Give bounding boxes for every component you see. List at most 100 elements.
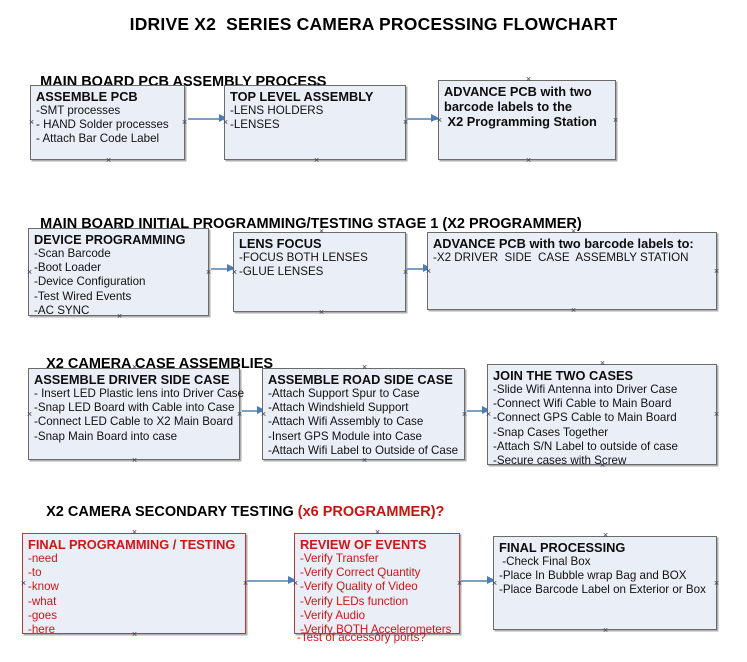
node-final-processing[interactable]: FINAL PROCESSING -Check Final Box -Place… — [493, 536, 717, 630]
connector-handle-bottom[interactable] — [313, 157, 320, 164]
node-line: -FOCUS BOTH LENSES — [239, 251, 368, 264]
node-title: JOIN THE TWO CASES — [493, 368, 634, 383]
node-line: -Slide Wifi Antenna into Driver Case — [493, 383, 678, 396]
node-line: -Attach Wifi Label to Outside of Case — [268, 443, 459, 457]
node-title: ASSEMBLE DRIVER SIDE CASE — [34, 372, 230, 387]
node-advance-pcb-programming-station[interactable]: ADVANCE PCB with two barcode labels to t… — [438, 80, 616, 160]
connector-handle-left[interactable] — [292, 580, 299, 587]
connector-handle-top[interactable] — [525, 76, 532, 83]
node-line: -what — [28, 594, 57, 608]
arrow-review-of-events-to-final-processing — [461, 576, 495, 585]
node-line: -Verify Audio — [300, 608, 366, 622]
node-title: LENS FOCUS — [239, 236, 322, 251]
connector-handle-right[interactable] — [713, 268, 720, 275]
section-heading-x2-camera-secondary-testing: X2 CAMERA SECONDARY TESTING (x6 PROGRAMM… — [30, 488, 444, 536]
node-title: DEVICE PROGRAMMING — [34, 232, 186, 247]
node-line: -GLUE LENSES — [239, 265, 324, 279]
node-line: -Verify Quality of Video — [300, 580, 418, 594]
node-line: -to — [28, 566, 42, 580]
node-title-line2: barcode labels to the — [444, 99, 573, 114]
node-title: ADVANCE PCB with two barcode labels to: — [433, 236, 694, 251]
node-line: -Attach Wifi Assembly to Case — [268, 415, 424, 429]
connector-handle-top[interactable] — [361, 364, 368, 371]
connector-handle-bottom[interactable] — [361, 457, 368, 464]
node-join-the-two-cases[interactable]: JOIN THE TWO CASES -Slide Wifi Antenna i… — [485, 364, 720, 467]
connector-handle-bottom[interactable] — [105, 157, 112, 164]
node-line: -Snap LED Board with Cable into Case — [34, 401, 235, 415]
node-final-programming-testing[interactable]: FINAL PROGRAMMING / TESTING -need -to -k… — [20, 533, 246, 637]
node-line: -Scan Barcode — [34, 247, 111, 260]
node-overflow-line-review-of-events: -Test of accessory ports? — [297, 631, 426, 644]
node-line: -know — [28, 580, 59, 594]
connector-handle-bottom[interactable] — [570, 307, 577, 314]
node-line: -here — [28, 623, 56, 637]
connector-handle-left[interactable] — [425, 268, 432, 275]
node-line: -Verify Correct Quantity — [300, 566, 421, 580]
node-line: -Insert GPS Module into Case — [268, 429, 423, 443]
node-review-of-events[interactable]: REVIEW OF EVENTS -Verify Transfer -Verif… — [292, 533, 460, 636]
node-line: - HAND Solder processes — [36, 118, 169, 132]
node-line: -need — [28, 552, 58, 565]
connector-handle-left[interactable] — [491, 580, 498, 587]
node-line: -AC SYNC — [34, 303, 90, 317]
section-heading-text: X2 CAMERA SECONDARY TESTING — [46, 504, 298, 520]
node-line: -Snap Main Board into case — [34, 429, 178, 443]
node-line: -Place In Bubble wrap Bag and BOX — [499, 569, 687, 583]
node-line: -Check Final Box — [499, 555, 591, 568]
node-line: -LENSES — [230, 118, 280, 132]
connector-handle-right[interactable] — [713, 580, 720, 587]
node-line: -Device Configuration — [34, 275, 146, 289]
node-line: -Snap Cases Together — [493, 425, 609, 439]
connector-handle-top[interactable] — [599, 360, 606, 367]
node-line: - Insert LED Plastic lens into Driver Ca… — [34, 387, 245, 400]
connector-handle-left[interactable] — [231, 269, 238, 276]
arrow-assemble-pcb-to-top-level — [188, 114, 227, 123]
node-line: -Connect GPS Cable to Main Board — [493, 411, 677, 425]
connector-handle-bottom[interactable] — [131, 457, 138, 464]
connector-handle-left[interactable] — [260, 411, 267, 418]
node-line: -Attach Support Spur to Case — [268, 387, 420, 400]
node-assemble-pcb[interactable]: ASSEMBLE PCB -SMT processes - HAND Solde… — [30, 85, 185, 160]
node-line: -Attach S/N Label to outside of case — [493, 439, 678, 453]
node-top-level-assembly[interactable]: TOP LEVEL ASSEMBLY -LENS HOLDERS -LENSES — [224, 85, 406, 160]
node-line: -Verify LEDs function — [300, 594, 409, 608]
connector-handle-right[interactable] — [612, 117, 619, 124]
connector-handle-left[interactable] — [26, 411, 33, 418]
connector-handle-left[interactable] — [222, 119, 229, 126]
node-line: - Attach Bar Code Label — [36, 132, 160, 146]
node-line: -Attach Windshield Support — [268, 401, 409, 415]
node-title: ASSEMBLE PCB — [36, 89, 138, 104]
connector-handle-bottom[interactable] — [602, 627, 609, 634]
node-lens-focus[interactable]: LENS FOCUS -FOCUS BOTH LENSES -GLUE LENS… — [233, 232, 406, 312]
section-heading-accent: (x6 PROGRAMMER)? — [297, 504, 445, 520]
node-line: -goes — [28, 608, 58, 622]
node-line: -X2 DRIVER SIDE CASE ASSEMBLY STATION — [433, 251, 689, 264]
node-line: -Test Wired Events — [34, 289, 132, 303]
connector-handle-right[interactable] — [713, 411, 720, 418]
node-line: -LENS HOLDERS — [230, 104, 324, 117]
connector-handle-right[interactable] — [181, 119, 188, 126]
page-title: IDRIVE X2 SERIES CAMERA PROCESSING FLOWC… — [129, 14, 618, 34]
arrow-final-programming-to-review-of-events — [247, 576, 296, 585]
connector-handle-left[interactable] — [26, 269, 33, 276]
connector-handle-bottom[interactable] — [525, 157, 532, 164]
connector-handle-left[interactable] — [20, 580, 27, 587]
node-assemble-driver-side-case[interactable]: ASSEMBLE DRIVER SIDE CASE - Insert LED P… — [26, 368, 245, 460]
connector-handle-bottom[interactable] — [318, 309, 325, 316]
node-advance-pcb-driver-side-case[interactable]: ADVANCE PCB with two barcode labels to: … — [427, 232, 717, 310]
node-line: -Connect Wifi Cable to Main Board — [493, 397, 672, 411]
node-line: -Connect LED Cable to X2 Main Board — [34, 415, 234, 429]
node-title: FINAL PROCESSING — [499, 540, 626, 555]
node-assemble-road-side-case[interactable]: ASSEMBLE ROAD SIDE CASE -Attach Support … — [262, 368, 465, 460]
connector-handle-left[interactable] — [485, 411, 492, 418]
connector-handle-left[interactable] — [28, 119, 35, 126]
connector-handle-left[interactable] — [436, 117, 443, 124]
node-title: REVIEW OF EVENTS — [300, 537, 427, 552]
node-line: -Boot Loader — [34, 261, 102, 275]
node-device-programming[interactable]: DEVICE PROGRAMMING -Scan Barcode -Boot L… — [26, 228, 209, 317]
arrow-top-level-to-advance-pcb — [405, 114, 439, 123]
connector-handle-top[interactable] — [602, 532, 609, 539]
node-title: ADVANCE PCB with two — [444, 84, 592, 99]
node-title-line3: X2 Programming Station — [444, 114, 597, 129]
